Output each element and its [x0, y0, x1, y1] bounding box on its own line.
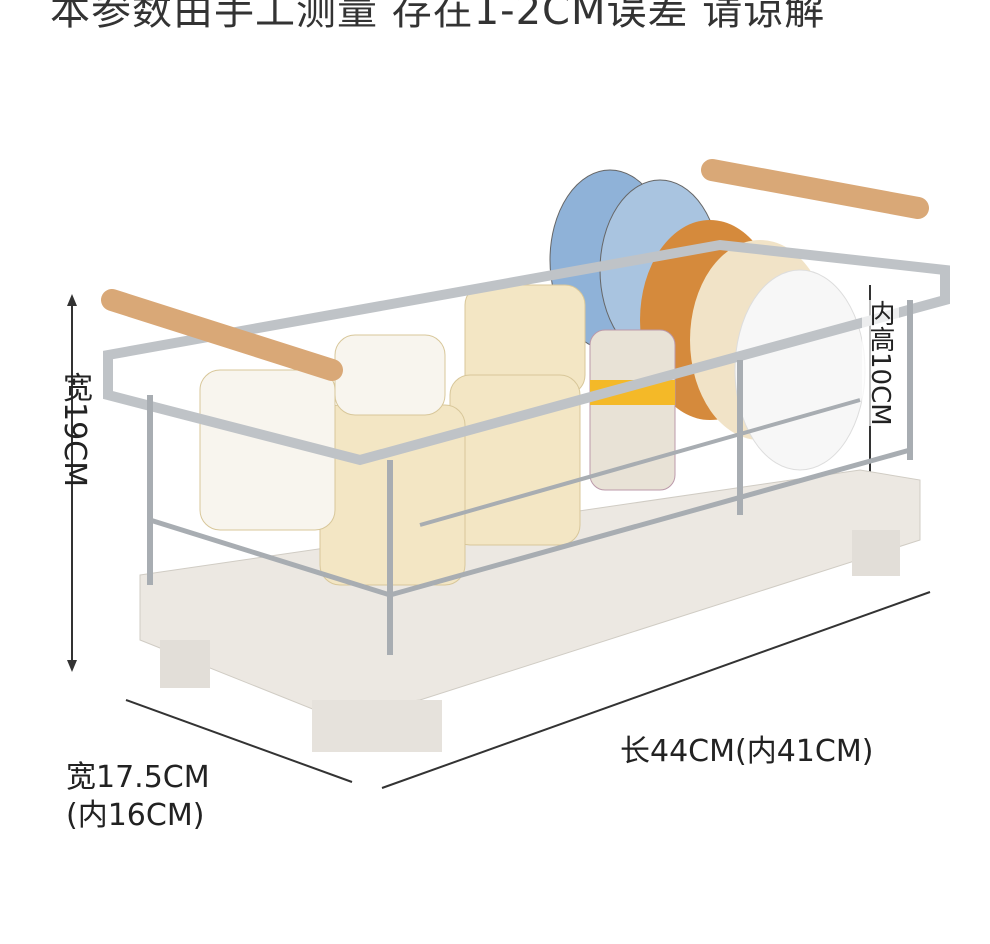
width-label: 宽17.5CM — [66, 760, 210, 795]
width-dimension-line — [125, 699, 353, 783]
length-dimension-line — [381, 591, 931, 789]
height-label: 宽19CM — [57, 372, 92, 488]
right-wooden-handle — [701, 159, 929, 219]
measurement-notice: 本参数由手工测量 存在1-2CM误差 请谅解 — [50, 0, 826, 34]
cups — [199, 284, 586, 586]
inner-width-label: (内16CM) — [66, 798, 205, 833]
inner-height-label: 内高10CM — [862, 300, 899, 426]
left-wooden-handle — [101, 289, 343, 381]
steel-basket — [103, 239, 950, 655]
length-label: 长44CM(内41CM) — [620, 734, 874, 769]
drip-tray — [139, 469, 921, 752]
